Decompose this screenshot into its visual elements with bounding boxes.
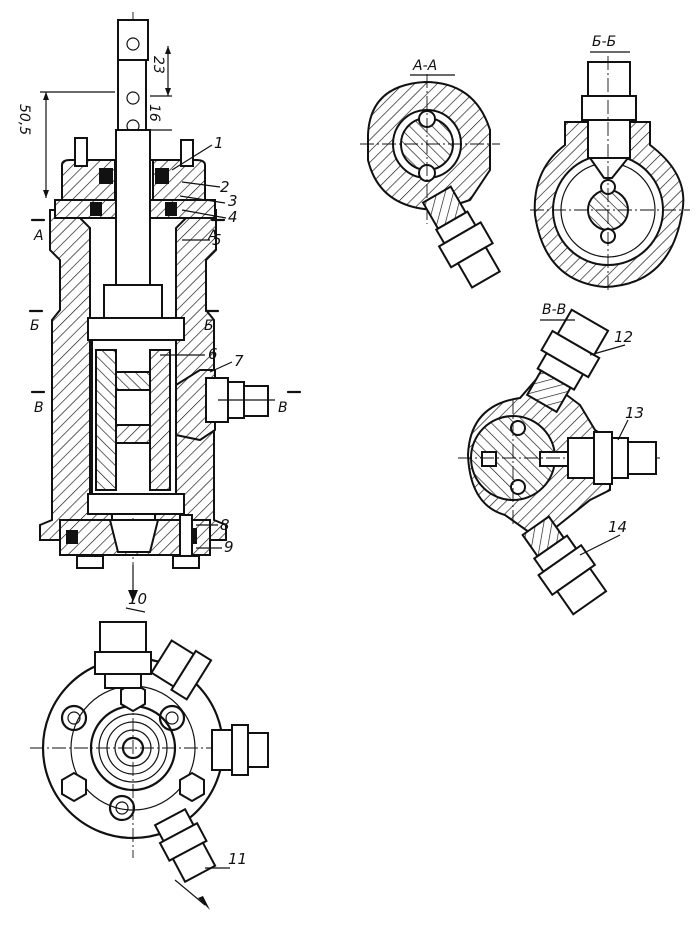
section-a-a-view — [360, 74, 502, 289]
part-label-6: 6 — [208, 345, 218, 363]
section-mark-a-left: A — [33, 228, 44, 244]
section-mark-a-right: A — [207, 228, 218, 244]
part-label-8: 8 — [220, 516, 230, 534]
section-title-v-v: В-В — [542, 302, 566, 318]
dim-50-5: 50,5 — [16, 104, 32, 135]
part-label-13: 13 — [625, 404, 644, 422]
part-label-4: 4 — [228, 208, 238, 226]
section-mark-b-left: Б — [30, 318, 40, 334]
section-title-a-a: А-А — [412, 58, 437, 74]
part-label-2: 2 — [220, 178, 230, 196]
section-mark-b-right: Б — [204, 318, 214, 334]
part-label-7: 7 — [234, 352, 244, 370]
part-label-3: 3 — [228, 192, 238, 210]
part-label-14: 14 — [608, 518, 627, 536]
section-b-b-view — [530, 51, 690, 290]
section-title-b-b: Б-Б — [592, 34, 616, 50]
bottom-plan-view — [30, 607, 269, 910]
section-mark-v-left: В — [34, 400, 44, 416]
part-label-1: 1 — [214, 134, 224, 152]
part-label-10: 10 — [128, 590, 147, 608]
dim-23: 23 — [150, 56, 166, 74]
section-mark-v-right: В — [278, 400, 288, 416]
dim-16: 16 — [146, 104, 162, 122]
part-label-12: 12 — [614, 328, 633, 346]
part-label-11: 11 — [228, 850, 247, 868]
part-label-5: 5 — [212, 231, 222, 249]
main-section-view — [28, 12, 302, 602]
section-v-v-view — [458, 308, 660, 616]
part-label-9: 9 — [224, 538, 234, 556]
